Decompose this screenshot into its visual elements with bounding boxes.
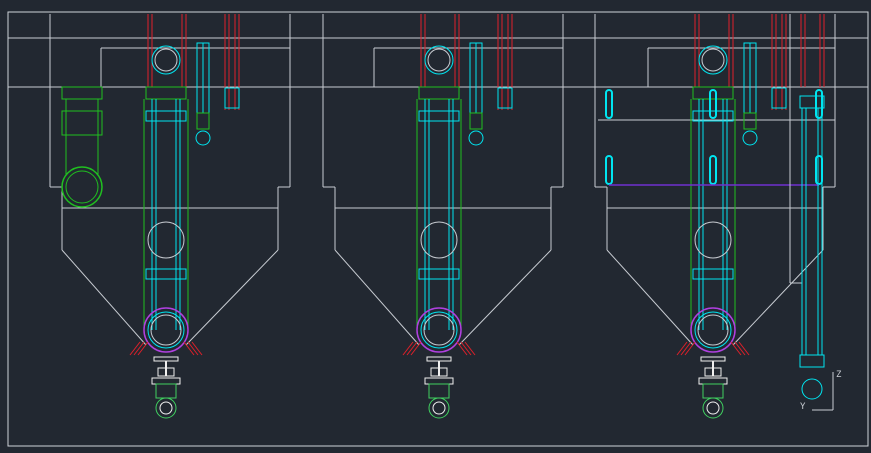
ucs-icon: Z Y <box>800 370 842 412</box>
outlet-ring-outer <box>416 307 462 353</box>
outlet-stub-right <box>464 341 476 356</box>
extra-geometry <box>61 14 825 400</box>
pipe-ghost-circle <box>694 221 732 259</box>
outlet-ring-outer <box>690 307 736 353</box>
outlet-stub-right <box>734 341 746 356</box>
tank-bays <box>8 14 868 419</box>
level-gauge <box>815 89 823 119</box>
valve-bonnet <box>704 367 722 377</box>
top-nozzle-circle <box>698 45 728 75</box>
outlet-stub-left <box>402 341 414 356</box>
outlet-stub-right <box>191 341 203 356</box>
hopper-cone-right <box>732 249 824 346</box>
side-tube-end-circle <box>195 130 211 146</box>
top-nozzle-inner <box>427 48 451 72</box>
nozzle-flange <box>418 86 460 100</box>
tank-bay-1 <box>49 14 291 419</box>
hopper-cone-left <box>61 249 147 346</box>
valve-outlet-core <box>159 401 173 415</box>
tank-bay-2 <box>322 14 564 419</box>
riser-box <box>771 87 787 109</box>
outlet-stub-right <box>730 341 742 356</box>
outlet-stub-left <box>680 341 692 356</box>
outlet-stub-left <box>676 341 688 356</box>
pipe-ghost-circle <box>420 221 458 259</box>
outlet-stub-left <box>129 341 141 356</box>
left-inlet-pipe <box>61 86 103 208</box>
hopper-cone-left <box>606 249 694 346</box>
pipe-flange-lower <box>145 268 187 280</box>
hopper-cone-left <box>334 249 420 346</box>
outlet-stub-left <box>137 341 149 356</box>
nozzle-flange <box>692 86 734 100</box>
top-nozzle-circle <box>424 45 454 75</box>
side-pipe-end-circle <box>801 378 823 400</box>
outlet-ring-core <box>697 314 729 346</box>
outlet-ring-core <box>150 314 182 346</box>
nozzle-flange <box>145 86 187 100</box>
pipe-ghost-circle <box>147 221 185 259</box>
outlet-stub-left <box>133 341 145 356</box>
outlet-stub-right <box>183 341 195 356</box>
level-gauge <box>605 155 613 185</box>
valve-bonnet <box>157 367 175 377</box>
riser-box <box>224 87 240 109</box>
valve-outlet-circle <box>155 397 177 419</box>
side-pipe-flange <box>799 95 825 109</box>
pipe-flange-upper <box>145 110 187 122</box>
tank-bay-3 <box>594 14 836 419</box>
right-bay-extras <box>605 14 825 400</box>
valve-bonnet <box>430 367 448 377</box>
outlet-ring-inner <box>147 311 185 349</box>
pipe-flange-lower <box>418 268 460 280</box>
outlet-ring-inner <box>694 311 732 349</box>
pipe-flange-upper <box>418 110 460 122</box>
valve-outlet-core <box>432 401 446 415</box>
hopper-cone-right <box>458 249 552 346</box>
outlet-stub-right <box>456 341 468 356</box>
side-tube-base <box>743 112 757 130</box>
side-tube-base <box>196 112 210 130</box>
level-gauge <box>605 89 613 119</box>
ucs-y-label: Y <box>800 402 806 412</box>
inlet-pipe-circle <box>61 166 103 208</box>
hopper-cone-right <box>185 249 279 346</box>
outlet-stub-right <box>738 341 750 356</box>
side-tube-end-circle <box>468 130 484 146</box>
top-nozzle-circle <box>151 45 181 75</box>
outlet-stub-left <box>410 341 422 356</box>
inlet-pipe-circle-inner <box>65 170 99 204</box>
valve-outlet-circle <box>428 397 450 419</box>
outlet-ring-outer <box>143 307 189 353</box>
outlet-stub-right <box>460 341 472 356</box>
outlet-ring-core <box>423 314 455 346</box>
outlet-stub-left <box>684 341 696 356</box>
valve-outlet-circle <box>702 397 724 419</box>
outlet-stub-left <box>406 341 418 356</box>
inlet-flange-top <box>61 86 103 100</box>
pipe-flange-lower <box>692 268 734 280</box>
side-tube-base <box>469 112 483 130</box>
level-gauge <box>709 89 717 119</box>
inlet-pipe-collar <box>61 110 103 136</box>
drawing-frame <box>7 11 869 447</box>
ucs-z-label: Z <box>836 370 842 380</box>
pipe-flange-upper <box>692 110 734 122</box>
side-pipe-foot-flange <box>799 354 825 368</box>
outlet-stub-right <box>187 341 199 356</box>
outlet-ring-inner <box>420 311 458 349</box>
top-nozzle-inner <box>154 48 178 72</box>
level-gauge <box>709 155 717 185</box>
side-tube-end-circle <box>742 130 758 146</box>
riser-box <box>497 87 513 109</box>
valve-outlet-core <box>706 401 720 415</box>
top-nozzle-inner <box>701 48 725 72</box>
